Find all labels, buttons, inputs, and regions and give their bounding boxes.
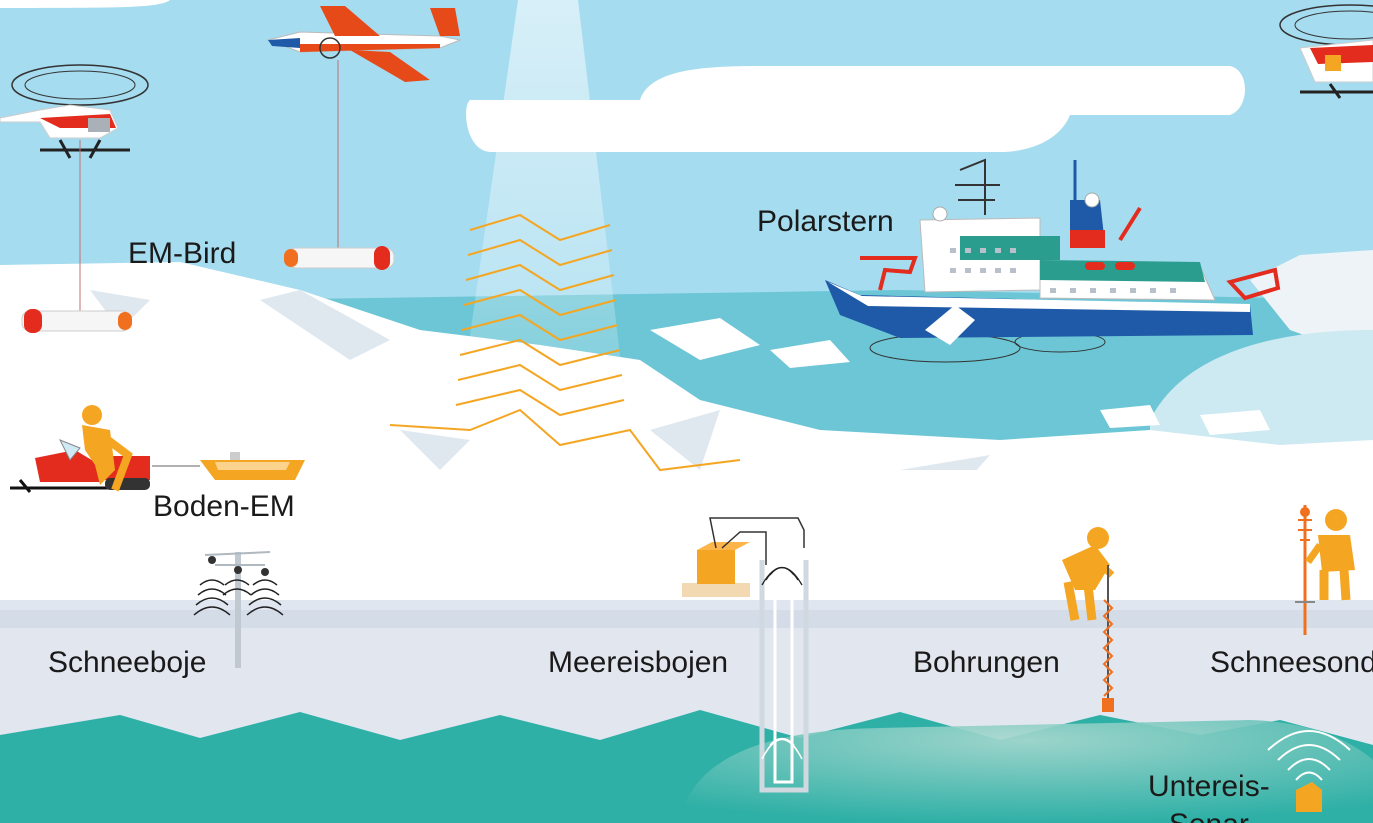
cloud bbox=[0, 0, 1245, 152]
label-untereis-sonar-line1: Untereis- bbox=[1148, 770, 1270, 803]
label-em-bird: EM-Bird bbox=[128, 237, 237, 270]
snow-probe-person-icon bbox=[1295, 505, 1355, 635]
driller-person-icon bbox=[1062, 527, 1115, 712]
ship-icon bbox=[825, 158, 1281, 363]
em-bird-sensor-icon bbox=[284, 246, 395, 270]
label-schneeboje: Schneeboje bbox=[48, 646, 207, 679]
snowmobile-icon bbox=[10, 405, 200, 493]
sonar-device-icon bbox=[1267, 730, 1351, 812]
label-untereis-sonar-line2: Sonar bbox=[1148, 806, 1270, 823]
ice-buoy-icon bbox=[682, 517, 809, 793]
label-boden-em: Boden-EM bbox=[153, 490, 295, 523]
helicopter-icon bbox=[0, 64, 149, 318]
ice-floe-front bbox=[0, 470, 1373, 610]
radar-pattern bbox=[389, 213, 741, 472]
helicopter-icon bbox=[1279, 4, 1373, 99]
ice-surface-band bbox=[0, 600, 1373, 628]
em-bird-sensor-icon bbox=[21, 309, 132, 333]
ice-chunks bbox=[650, 318, 1270, 435]
label-schneesonde: Schneesonde bbox=[1210, 646, 1373, 679]
label-untereis-sonar: Untereis- Sonar bbox=[1148, 768, 1270, 823]
snow-buoy-icon bbox=[193, 551, 284, 668]
sled-icon bbox=[200, 452, 305, 480]
sonar-water-glow bbox=[680, 720, 1373, 823]
label-bohrungen: Bohrungen bbox=[913, 646, 1060, 679]
airplane-icon bbox=[266, 6, 462, 250]
satellite-beam-icon bbox=[455, 0, 630, 440]
label-polarstern: Polarstern bbox=[757, 205, 894, 238]
label-meereisbojen: Meereisbojen bbox=[548, 646, 729, 679]
ice-cross-section bbox=[0, 610, 1373, 745]
iceberg-dome bbox=[1150, 330, 1373, 470]
